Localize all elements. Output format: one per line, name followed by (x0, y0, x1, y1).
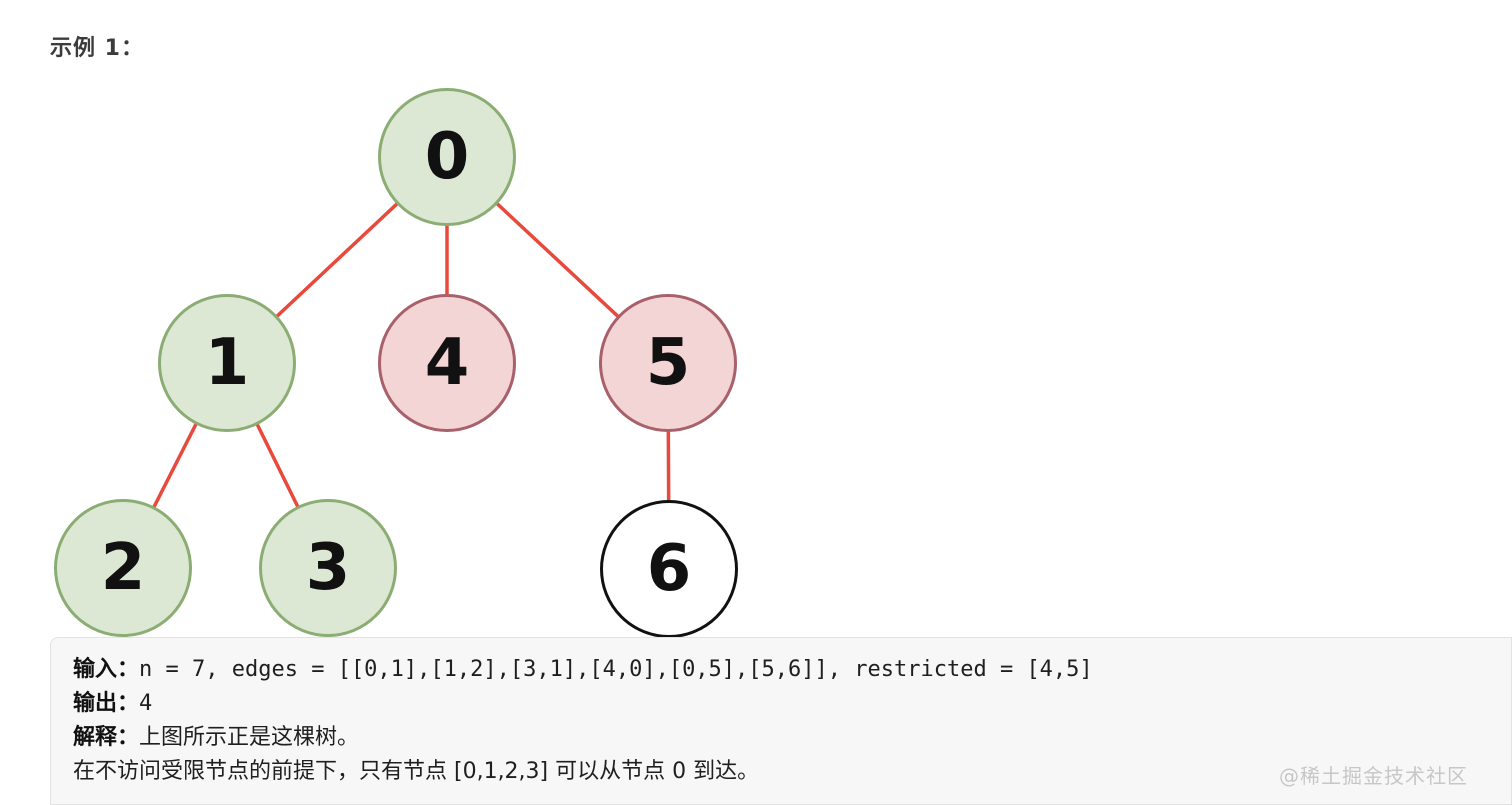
example-io-panel: 输入：n = 7, edges = [[0,1],[1,2],[3,1],[4,… (50, 637, 1512, 805)
example-title: 示例 1： (50, 36, 144, 61)
tree-node-5: 5 (599, 294, 737, 432)
input-line: 输入：n = 7, edges = [[0,1],[1,2],[3,1],[4,… (73, 653, 1489, 687)
tree-node-0: 0 (378, 88, 516, 226)
explanation-label: 解释： (73, 725, 140, 750)
output-value: 4 (139, 691, 153, 716)
tree-node-4: 4 (378, 294, 516, 432)
explanation-value-2: 在不访问受限节点的前提下，只有节点 [0,1,2,3] 可以从节点 0 到达。 (73, 759, 760, 784)
explanation-value: 上图所示正是这棵树。 (139, 725, 360, 750)
explanation-line: 解释：上图所示正是这棵树。 (73, 721, 1489, 755)
watermark: @稀土掘金技术社区 (1279, 764, 1468, 788)
explanation-line-2: 在不访问受限节点的前提下，只有节点 [0,1,2,3] 可以从节点 0 到达。 (73, 755, 1489, 789)
tree-node-3: 3 (259, 499, 397, 637)
output-line: 输出：4 (73, 687, 1489, 721)
input-label: 输入： (73, 657, 140, 682)
output-label: 输出： (73, 691, 140, 716)
tree-node-1: 1 (158, 294, 296, 432)
input-value: n = 7, edges = [[0,1],[1,2],[3,1],[4,0],… (139, 657, 1093, 682)
tree-node-6: 6 (600, 500, 738, 638)
tree-node-2: 2 (54, 499, 192, 637)
